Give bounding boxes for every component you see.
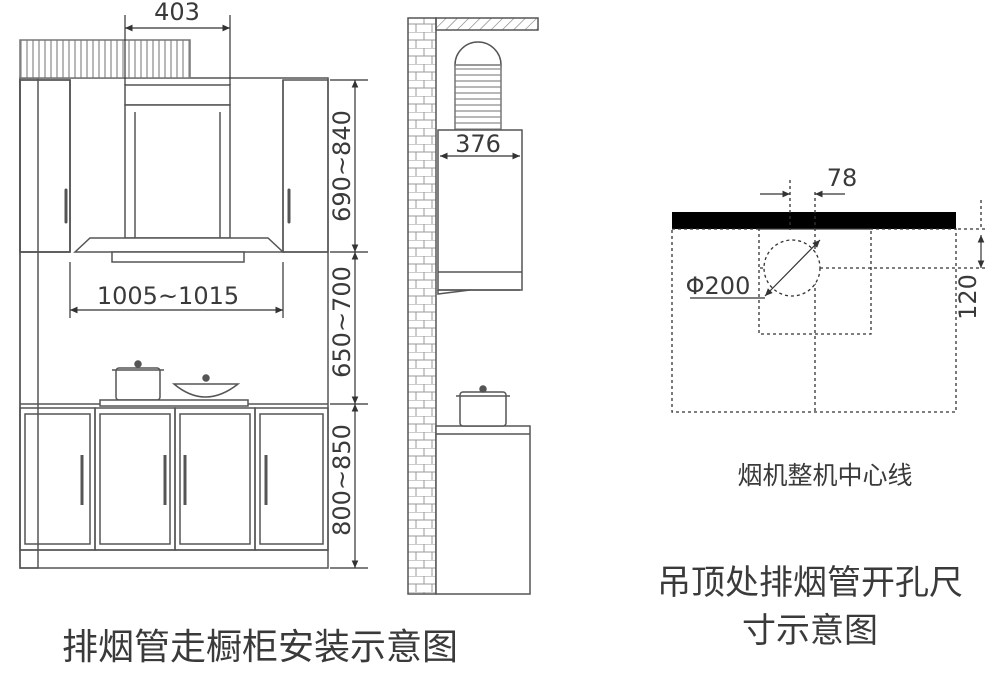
hood-cover-top bbox=[124, 84, 231, 106]
centerline-label: 烟机整机中心线 bbox=[737, 461, 913, 490]
caption-ceiling-hole-line1: 吊顶处排烟管开孔尺 bbox=[657, 563, 963, 603]
label-hood-width: 1005~1015 bbox=[97, 282, 239, 310]
dia-line bbox=[764, 239, 821, 297]
stove-top bbox=[99, 399, 249, 407]
caption-cabinet-duct: 排烟管走橱柜安装示意图 bbox=[61, 627, 458, 668]
caption-ceiling-hole-line2: 寸示意图 bbox=[742, 611, 878, 651]
cooking-pot bbox=[115, 367, 161, 401]
hood-outline bbox=[671, 228, 957, 413]
front-dimensions bbox=[69, 15, 368, 569]
hood-bottom bbox=[111, 251, 245, 263]
ceiling-view: 78 Φ200 120 bbox=[671, 164, 985, 413]
label-gap-height: 650~700 bbox=[328, 266, 356, 378]
base-cabinet-4 bbox=[254, 407, 329, 551]
wok bbox=[171, 383, 241, 398]
label-base-height: 800~850 bbox=[328, 424, 356, 536]
ceiling-plate bbox=[672, 212, 956, 229]
ceiling-slab bbox=[435, 17, 539, 31]
side-pot bbox=[459, 391, 507, 427]
side-base-cabinet bbox=[435, 425, 531, 595]
side-duct bbox=[454, 64, 502, 134]
flexible-duct bbox=[19, 39, 191, 79]
label-hole-depth: 120 bbox=[954, 274, 982, 320]
front-view bbox=[19, 39, 329, 569]
label-hood-depth: 376 bbox=[455, 130, 501, 158]
label-offset: 78 bbox=[827, 164, 858, 192]
label-upper-height: 690~840 bbox=[328, 110, 356, 222]
label-hole-diameter: Φ200 bbox=[686, 272, 751, 300]
hood-body bbox=[73, 237, 285, 253]
label-top-width: 403 bbox=[154, 0, 200, 26]
brick-wall bbox=[407, 17, 437, 595]
hood-chimney bbox=[124, 104, 231, 239]
side-view bbox=[407, 17, 539, 595]
